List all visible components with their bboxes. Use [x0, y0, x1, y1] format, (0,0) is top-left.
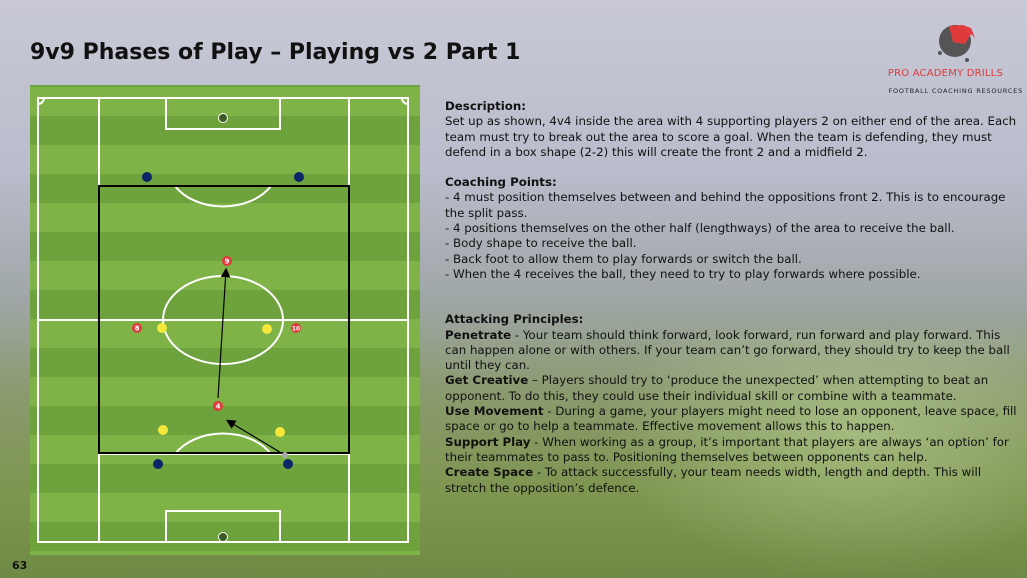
principle-text: - To attack successfully, your team need… [445, 465, 982, 495]
attacking-heading: Attacking Principles: [445, 312, 584, 327]
player-4 [213, 401, 223, 411]
principle-text: - When working as a group, it’s importan… [445, 434, 1009, 464]
playing-area-box [98, 185, 350, 454]
principle-create-space: Create Space - To attack successfully, y… [445, 465, 1021, 496]
player-10-label: 10 [292, 326, 300, 333]
principle-name: Penetrate [445, 327, 512, 342]
drill-text: Description: Set up as shown, 4v4 inside… [445, 99, 1021, 496]
spacer [445, 282, 1021, 297]
coaching-point: - Body shape to receive the ball. [445, 236, 637, 251]
defender [157, 323, 167, 333]
principle-name: Use Movement [445, 404, 544, 419]
spacer [445, 297, 1021, 312]
principle-use-movement: Use Movement - During a game, your playe… [445, 404, 1021, 435]
ball-icon [282, 452, 288, 458]
support-player [294, 172, 304, 182]
defender [262, 324, 272, 334]
logo-football-icon [938, 25, 975, 62]
support-player [283, 459, 293, 469]
support-player [153, 459, 163, 469]
principle-penetrate: Penetrate - Your team should think forwa… [445, 328, 1021, 374]
description-body: Set up as shown, 4v4 inside the area wit… [445, 114, 1017, 159]
logo-name: PRO ACADEMY DRILLS [887, 68, 1003, 79]
support-player [142, 172, 152, 182]
defender [275, 427, 285, 437]
player-8 [132, 323, 142, 333]
goalkeeper-bottom [218, 532, 228, 542]
coaching-point: - 4 positions themselves on the other ha… [445, 221, 955, 236]
principle-text: – Players should try to ‘produce the une… [445, 373, 989, 403]
goalkeeper-top [218, 113, 228, 123]
principle-text: - Your team should think forward, look f… [445, 327, 1010, 373]
pass-arrow [217, 267, 231, 399]
coaching-heading: Coaching Points: [445, 175, 557, 190]
principle-text: - During a game, your players might need… [445, 404, 1017, 434]
pitch-diagram: 9 8 10 4 [30, 85, 420, 555]
principle-name: Support Play [445, 434, 531, 449]
player-9 [222, 256, 232, 266]
principle-name: Get Creative [445, 373, 529, 388]
coaching-point: - Back foot to allow them to play forwar… [445, 251, 802, 266]
logo-tagline: FOOTBALL COACHING RESOURCES [888, 87, 1023, 95]
pass-arrow [225, 419, 284, 455]
coaching-point: - 4 must position themselves between and… [445, 190, 1006, 220]
page-title: 9v9 Phases of Play – Playing vs 2 Part 1 [30, 40, 521, 65]
description-heading: Description: [445, 99, 527, 113]
player-4-label: 4 [216, 403, 221, 411]
player-9-label: 9 [225, 258, 230, 266]
spacer [445, 160, 1021, 175]
principle-support-play: Support Play - When working as a group, … [445, 435, 1021, 466]
background-glow [600, 330, 1027, 578]
defender [158, 425, 168, 435]
principle-get-creative: Get Creative – Players should try to ‘pr… [445, 373, 1021, 404]
player-10 [291, 323, 301, 333]
player-8-label: 8 [135, 325, 140, 333]
coaching-point: - When the 4 receives the ball, they nee… [445, 266, 921, 281]
page-number: 63 [12, 559, 28, 572]
principle-name: Create Space [445, 465, 534, 480]
